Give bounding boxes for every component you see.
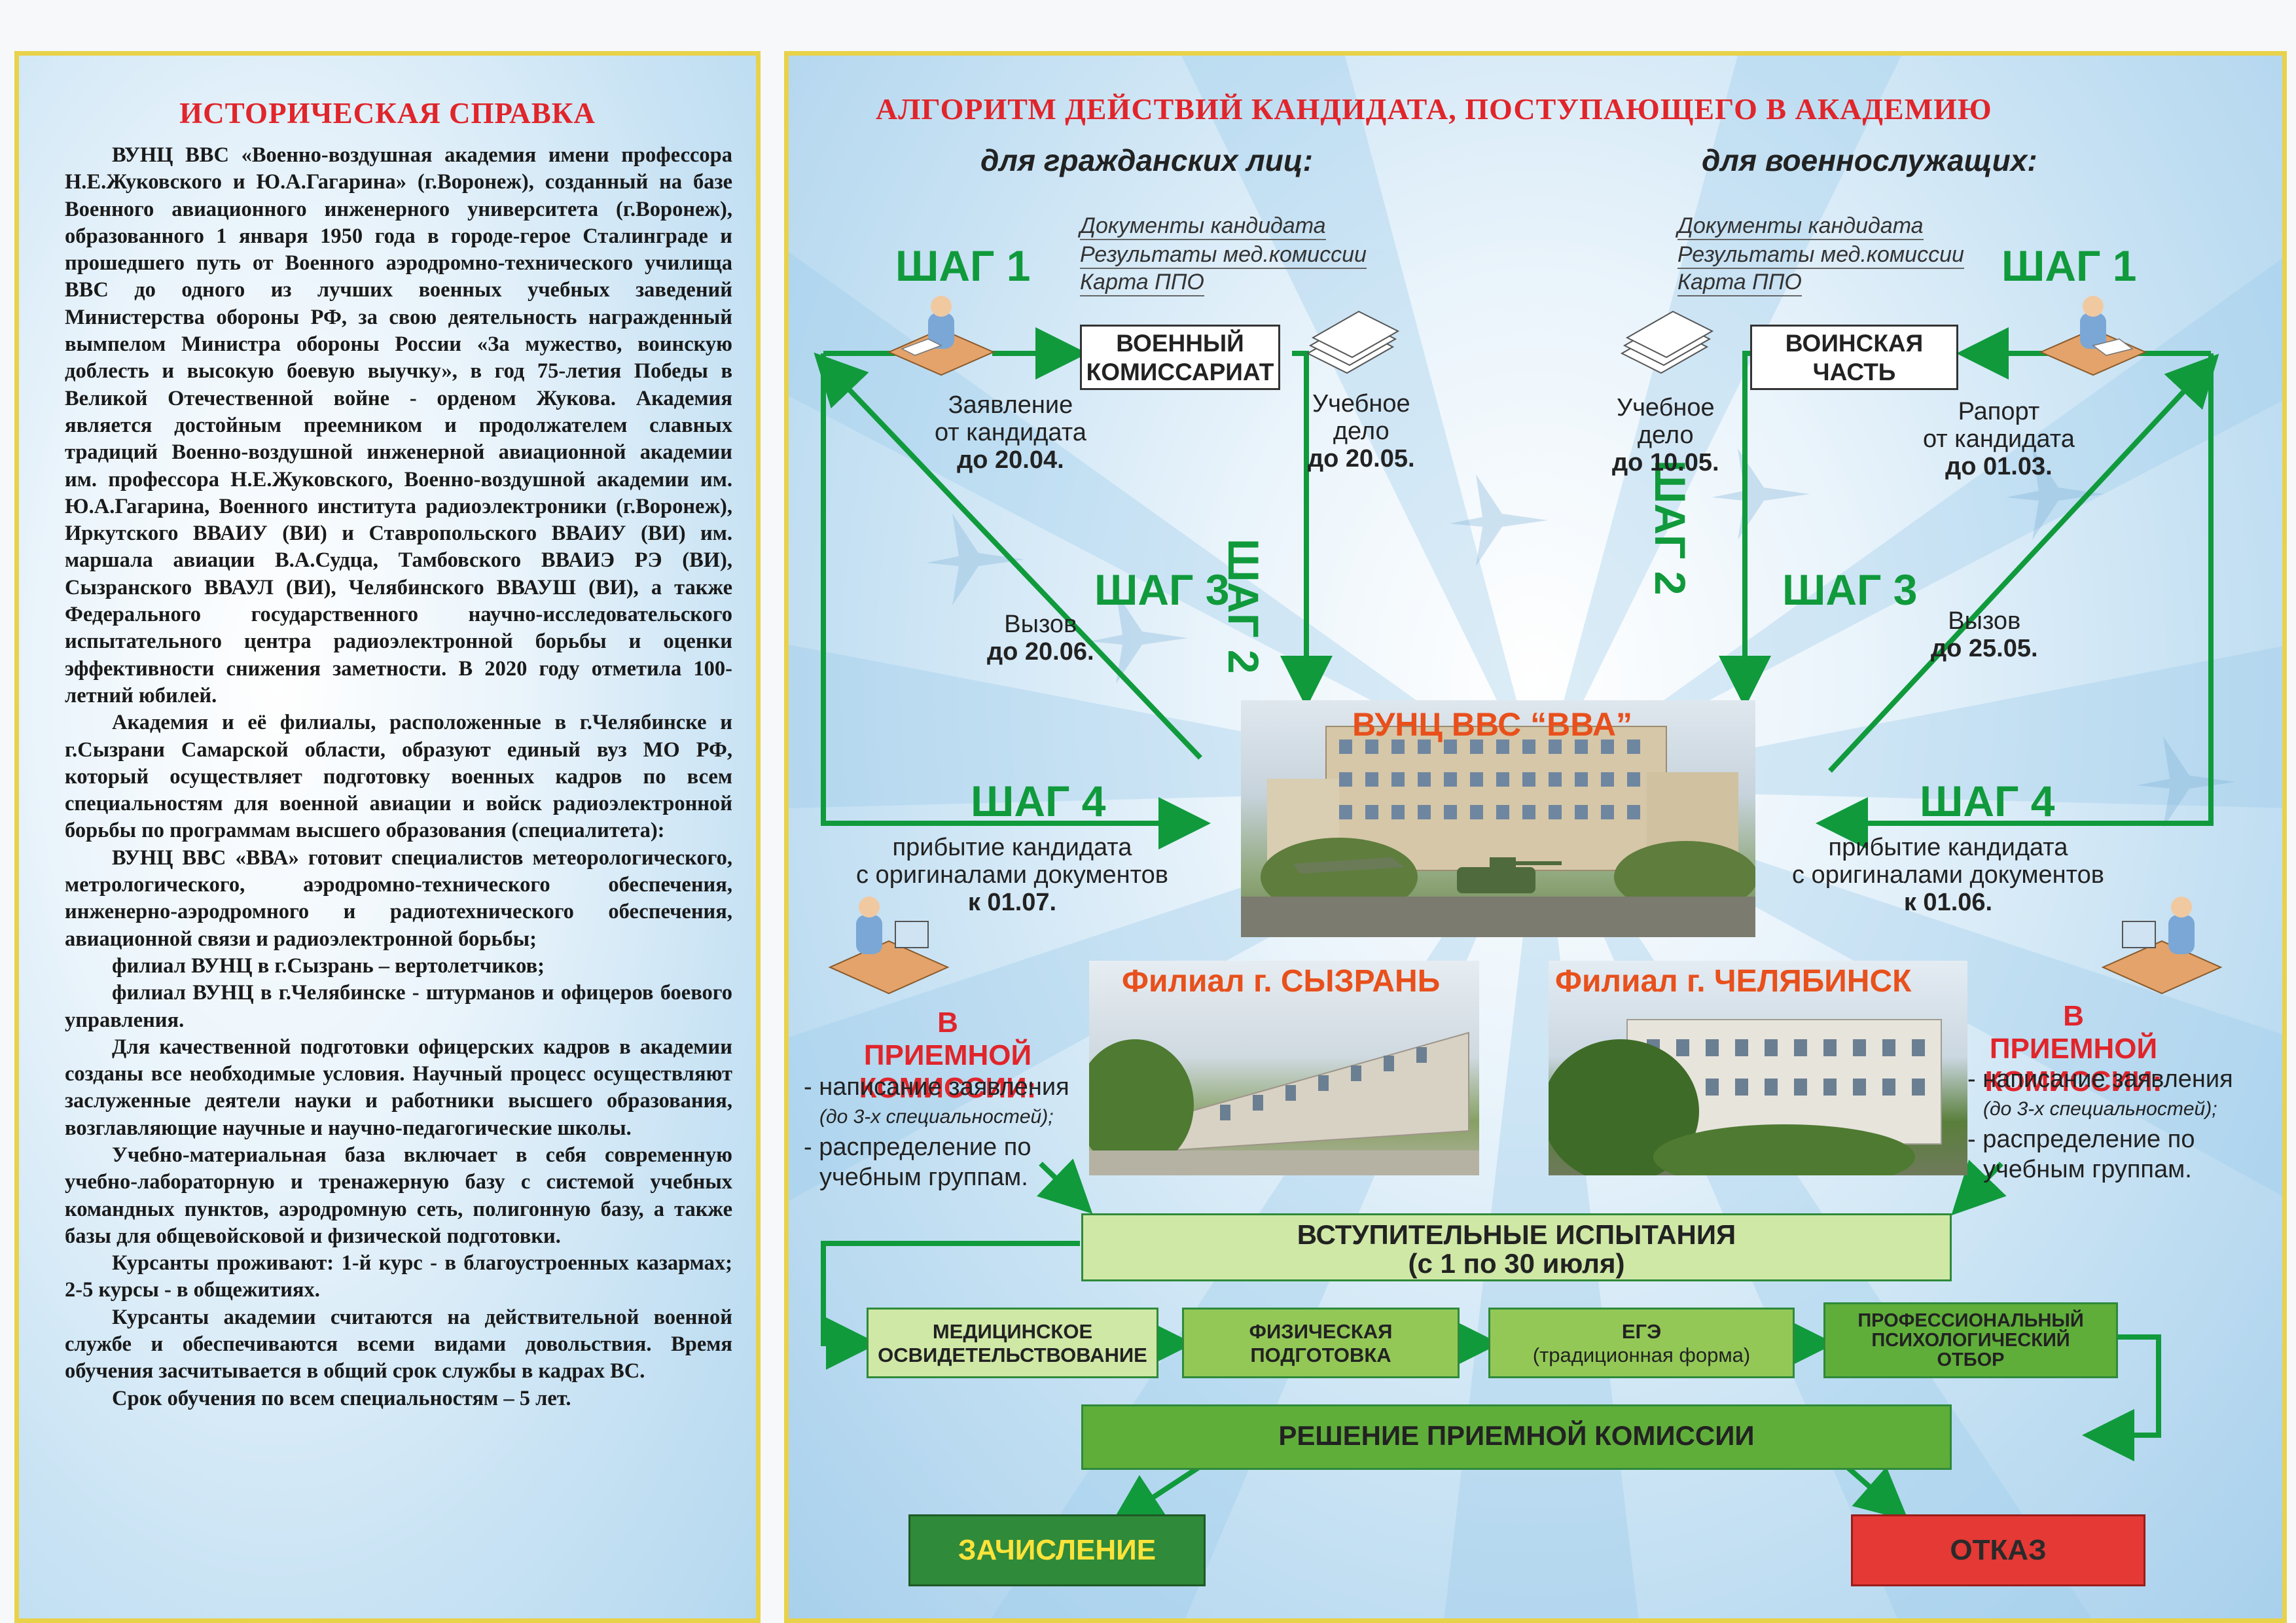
arrow [1036,1158,1093,1214]
commission-duties-list: - написание заявления (до 3-х специально… [804,1072,1069,1192]
arrow [1951,1159,2007,1216]
commission-desk-icon [2101,897,2223,995]
step-3-label: ШАГ 3 [1094,565,1230,614]
commission-decision-box: РЕШЕНИЕ ПРИЕМНОЙ КОМИССИИ [1081,1404,1952,1470]
syzran-branch-title: Филиал г. СЫЗРАНЬ [1122,964,1441,999]
entrance-exams-box: ВСТУПИТЕЛЬНЫЕ ИСПЫТАНИЯ (с 1 по 30 июля) [1081,1213,1952,1281]
application-note: Заявление от кандидата до 20.04. [935,391,1086,474]
arrow [1719,351,1771,708]
duty-item: - написание заявления [1967,1065,2233,1093]
candidate-at-desk-icon [887,296,996,376]
call-note: Вызов до 20.06. [987,611,1094,666]
step-1-label: ШАГ 1 [2001,241,2137,290]
enrollment-box: ЗАЧИСЛЕНИЕ [908,1514,1206,1586]
psychological-selection-box: ПРОФЕССИОНАЛЬНЫЙ ПСИХОЛОГИЧЕСКИЙ ОТБОР [1823,1302,2118,1378]
civil-heading: для гражданских лиц: [980,143,1313,177]
paragraph: Срок обучения по всем специальностям – 5… [112,1386,571,1410]
step-3-label: ШАГ 3 [1782,565,1918,614]
study-file-note: Учебное дело до 10.05. [1612,394,1719,476]
main-photo-title: ВУНЦ ВВС “ВВА” [1352,706,1632,743]
medical-exam-box: МЕДИЦИНСКОЕ ОСВИДЕТЕЛЬСТВОВАНИЕ [867,1308,1158,1378]
arrow [821,1241,1080,1370]
arrow [1109,1462,1205,1526]
doc-label: Результаты мед.комиссии [1080,242,1367,269]
syzran-branch-photo: Филиал г. СЫЗРАНЬ [1089,961,1479,1175]
arrow [1280,351,1333,708]
doc-label: Документы кандидата [1677,213,1924,240]
historical-info-title: ИСТОРИЧЕСКАЯ СПРАВКА [179,97,596,130]
arrow [1816,353,2214,849]
arrow [1828,353,2219,773]
physical-training-box: ФИЗИЧЕСКАЯ ПОДГОТОВКА [1182,1308,1460,1378]
paragraph: Курсанты проживают: 1-й курс - в благоус… [65,1251,732,1302]
doc-label: Документы кандидата [1080,213,1326,240]
paragraph: Учебно-материальная база включает в себя… [65,1143,732,1248]
step-2-label: ШАГ 2 [1646,460,1695,596]
report-note: Рапорт от кандидата до 01.03. [1923,398,2075,480]
arrow [1842,1462,1909,1521]
arrow [821,353,1211,849]
historical-info-text: ВУНЦ ВВС «Военно-воздушная академия имен… [65,142,732,1412]
call-note: Вызов до 25.05. [1931,607,2038,662]
duty-item: - распределение по [804,1133,1031,1161]
military-heading: для военнослужащих: [1702,143,2037,177]
admission-algorithm-content: АЛГОРИТМ ДЕЙСТВИЙ КАНДИДАТА, ПОСТУПАЮЩЕГ… [784,51,2287,1623]
algorithm-title: АЛГОРИТМ ДЕЙСТВИЙ КАНДИДАТА, ПОСТУПАЮЩЕГ… [876,92,1992,126]
step-4-label: ШАГ 4 [1920,777,2055,825]
document-stack-icon [1306,310,1399,374]
aircraft-silhouettes [926,448,2235,828]
arrow [814,352,1202,760]
flow-arrows [814,327,2219,1526]
step-1-label: ШАГ 1 [895,241,1031,290]
commission-heading: В ПРИЕМНОЙ КОМИССИИ: [859,1007,1037,1104]
paragraph: ВУНЦ ВВС «ВВА» готовит специалистов мете… [65,846,732,951]
duty-item: учебным группам. [819,1164,1028,1191]
paragraph: Академия и её филиалы, расположенные в г… [65,711,732,843]
building-illustration [1549,1019,1942,1175]
building-illustration [1089,1031,1479,1175]
doc-label: Карта ППО [1677,270,1802,296]
commission-duties-list: - написание заявления (до 3-х специально… [1967,1064,2233,1185]
duty-item: учебным группам. [1983,1156,2192,1183]
duty-item: - распределение по [1967,1126,2195,1153]
military-unit-box: ВОИНСКАЯ ЧАСТЬ [1750,325,1958,390]
arrow [2082,1334,2161,1461]
paragraph: ВУНЦ ВВС «Военно-воздушная академия имен… [65,143,732,707]
building-illustration [1241,726,1755,937]
arrival-note: прибытие кандидата с оригиналами докумен… [1792,834,2104,916]
paragraph: филиал ВУНЦ в г.Челябинске - штурманов и… [65,981,732,1032]
academy-building-photo: ВУНЦ ВВС “ВВА” [1241,700,1755,937]
duty-note: (до 3-х специальностей); [819,1106,1054,1128]
paragraph: Курсанты академии считаются на действите… [65,1305,732,1383]
paragraph: Для качественной подготовки офицерских к… [65,1035,732,1140]
step-4-label: ШАГ 4 [971,777,1106,825]
chelyabinsk-branch-title: Филиал г. ЧЕЛЯБИНСК [1555,964,1912,999]
duty-item: - написание заявления [804,1073,1069,1101]
historical-info-panel: ИСТОРИЧЕСКАЯ СПРАВКА ВУНЦ ВВС «Военно-во… [14,51,761,1623]
step-2-label: ШАГ 2 [1219,539,1268,674]
chelyabinsk-branch-photo: Филиал г. ЧЕЛЯБИНСК [1549,961,1967,1175]
candidate-at-desk-icon [2039,296,2147,376]
document-stack-icon [1620,310,1713,374]
military-commissariat-box: ВОЕННЫЙ КОМИССАРИАТ [1080,325,1280,390]
duty-note: (до 3-х специальностей); [1983,1098,2217,1120]
exam-ege-box: ЕГЭ (традиционная форма) [1488,1308,1795,1378]
doc-label: Результаты мед.комиссии [1677,242,1964,269]
paragraph: филиал ВУНЦ в г.Сызрань – вертолетчиков; [112,954,545,978]
rejection-box: ОТКАЗ [1851,1514,2145,1586]
commission-heading: В ПРИЕМНОЙ КОМИССИИ: [1984,1000,2162,1097]
arrival-note: прибытие кандидата с оригиналами докумен… [856,834,1168,916]
commission-desk-icon [828,897,950,995]
study-file-note: Учебное дело до 20.05. [1308,390,1415,473]
doc-label: Карта ППО [1080,270,1204,296]
